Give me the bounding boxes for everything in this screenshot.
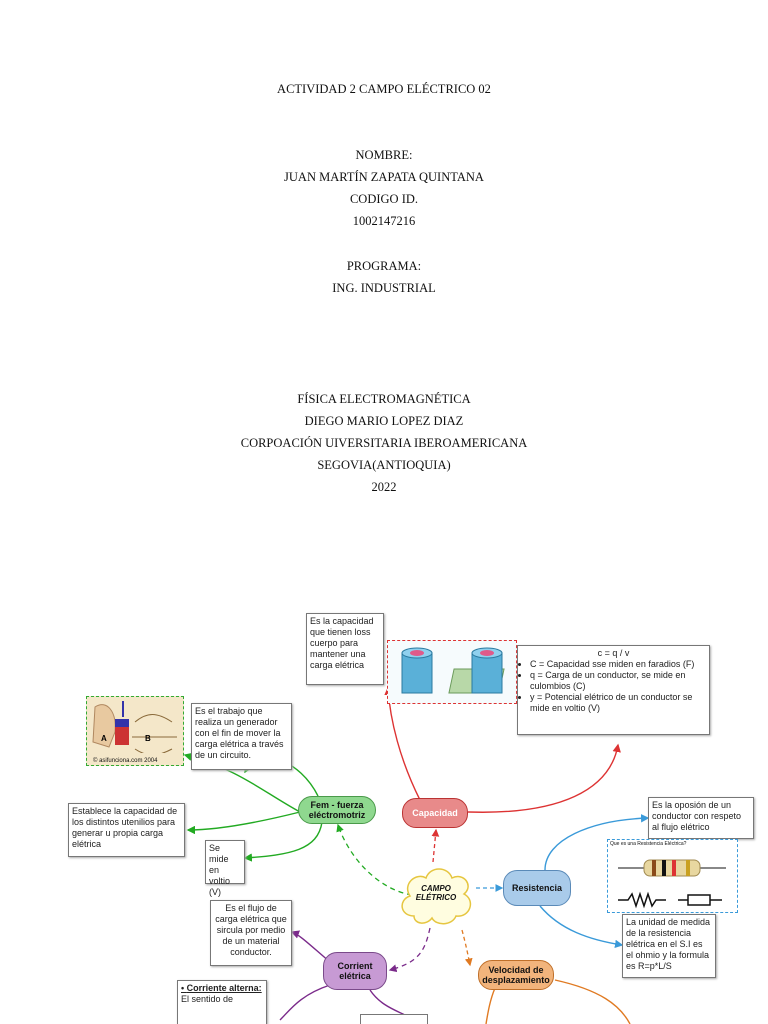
fem-node[interactable]: Fem - fuerza eléctromotriz	[298, 796, 376, 824]
velocidad-node[interactable]: Velocidad de desplazamiento	[478, 960, 554, 990]
alterna-text: El sentido de	[181, 994, 234, 1004]
university-name: CORPOACIÓN UIVERSITARIA IBEROAMERICANA	[240, 436, 528, 450]
fem-capacity-note: Establece la capacidad de los distintos …	[68, 803, 185, 857]
campo-electrico-label: CAMPO ELÉTRICO	[415, 884, 457, 902]
formula-title: c = q / v	[597, 648, 630, 658]
student-id: 1002147216	[352, 214, 416, 228]
resistor-illustration: Que es una Resistencia Eléctrica?	[607, 839, 738, 913]
generator-illustration: A B © asifunciona.com 2004	[86, 696, 184, 766]
document-title: ACTIVIDAD 2 CAMPO ELÉCTRICO 02	[277, 82, 491, 96]
resistencia-definition-note: Es la oposión de un conductor con respet…	[648, 797, 754, 839]
corriente-definition-note: Es el flujo de carga elétrica que sircul…	[210, 900, 292, 966]
image-credit: © asifunciona.com 2004	[93, 758, 158, 764]
alterna-title: • Corriente alterna:	[181, 983, 262, 993]
svg-text:B: B	[145, 734, 151, 743]
student-name: JUAN MARTÍN ZAPATA QUINTANA	[284, 170, 484, 184]
capacidad-node[interactable]: Capacidad	[402, 798, 468, 828]
resistencia-node[interactable]: Resistencia	[503, 870, 571, 906]
campo-electrico-cloud[interactable]	[396, 860, 476, 928]
program-label: PROGRAMA:	[346, 259, 422, 273]
formula-item: q = Carga de un conductor, se mide en cu…	[530, 670, 706, 692]
partial-note	[360, 1014, 428, 1024]
fem-definition-note: Es el trabajo que realiza un generador c…	[191, 703, 292, 770]
generator-icon: A B	[92, 701, 177, 756]
teacher-name: DIEGO MARIO LOPEZ DIAZ	[304, 414, 464, 428]
corriente-alterna-note: • Corriente alterna: El sentido de	[177, 980, 267, 1024]
name-label: NOMBRE:	[355, 148, 413, 162]
capacidad-definition-note: Es la capacidad que tienen loss cuerpo p…	[306, 613, 384, 685]
program-name: ING. INDUSTRIAL	[332, 281, 436, 295]
resistor-icon	[618, 859, 726, 909]
year: 2022	[371, 480, 397, 494]
resistencia-unit-note: La unidad de medida de la resistencia el…	[622, 914, 716, 978]
capacidad-formula-note: c = q / v C = Capacidad sse miden en far…	[517, 645, 710, 735]
city-name: SEGOVIA(ANTIOQUIA)	[317, 458, 451, 472]
capacitor-illustration	[387, 640, 517, 704]
course-name: FÍSICA ELECTROMAGNÉTICA	[297, 392, 471, 406]
svg-text:A: A	[101, 734, 107, 743]
id-label: CODIGO ID.	[349, 192, 419, 206]
formula-item: y = Potencial elétrico de un conductor s…	[530, 692, 706, 714]
corriente-node[interactable]: Corrient elétrica	[323, 952, 387, 990]
fem-unit-note: Se mide en voltio (V)	[205, 840, 245, 897]
formula-item: C = Capacidad sse miden en faradios (F)	[530, 659, 706, 670]
formula-list: C = Capacidad sse miden en faradios (F) …	[521, 659, 706, 714]
capacitor-icon	[401, 647, 505, 694]
resistor-caption: Que es una Resistencia Eléctrica?	[610, 841, 687, 847]
